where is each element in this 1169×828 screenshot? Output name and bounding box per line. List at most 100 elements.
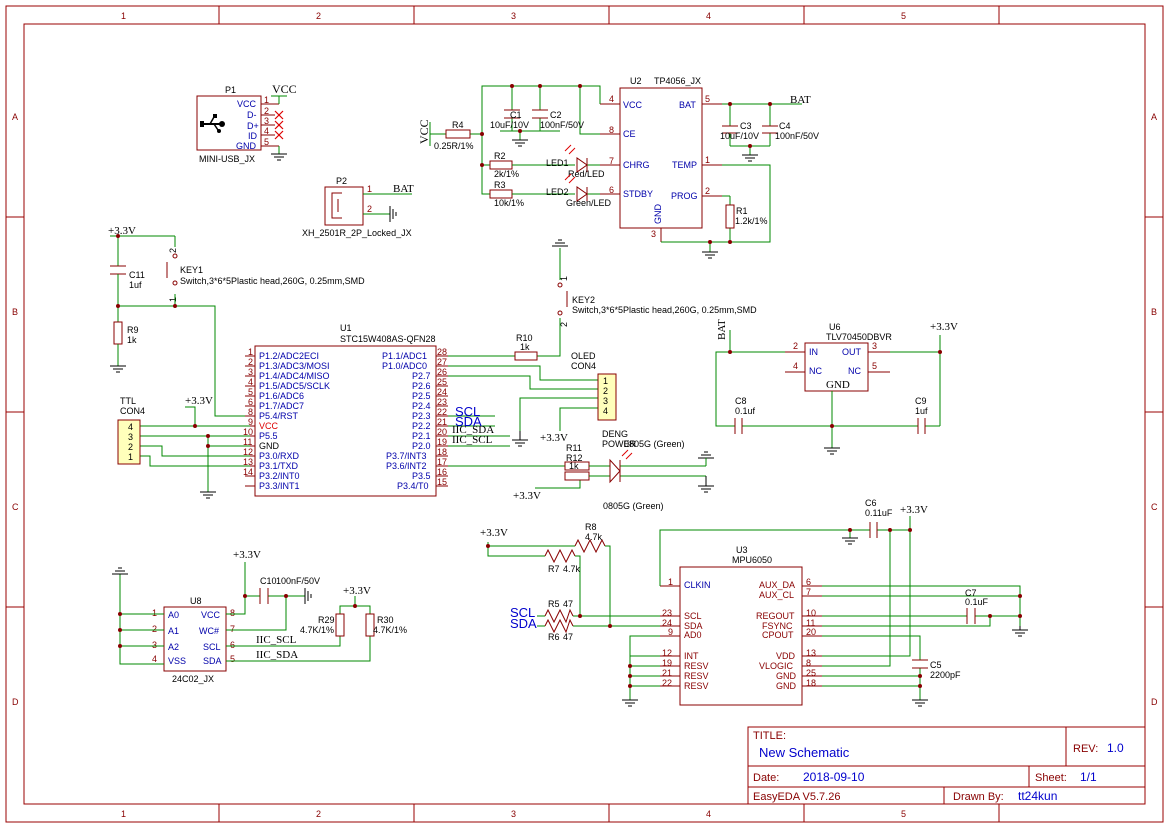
- u3-pin: VDD: [776, 651, 796, 661]
- resistor-r2[interactable]: R2 2k/1%: [489, 151, 540, 179]
- u1-pin: P3.6/INT2: [386, 461, 427, 471]
- u1-pin: P2.1: [412, 431, 431, 441]
- led-led1[interactable]: LED1 Red/LED: [546, 144, 605, 179]
- pin-num: 24: [662, 618, 672, 628]
- key2-switch[interactable]: 1 2 KEY2 Switch,3*6*5Plastic head,260G, …: [552, 239, 757, 327]
- u6-pin: OUT: [842, 347, 862, 357]
- ttl-connector[interactable]: TTL CON4 4 3 2 1: [117, 396, 145, 465]
- u8-pin: A0: [168, 610, 179, 620]
- u6-pin: NC: [848, 366, 861, 376]
- pin-num: 3: [872, 341, 877, 351]
- capacitor-c2[interactable]: C2 100nF/50V: [532, 109, 584, 130]
- ground-symbol: [622, 699, 638, 707]
- u6-pin: GND: [826, 379, 850, 391]
- c6-value: 0.11uF: [865, 508, 893, 518]
- capacitor-c1[interactable]: C1 10uF/10V: [490, 109, 529, 130]
- pin-num: 2: [559, 322, 569, 327]
- capacitor-c4[interactable]: C4 100nF/50V: [762, 121, 819, 141]
- resistor-r3[interactable]: R3 10k/1%: [489, 180, 540, 208]
- resistor-r4[interactable]: R4 0.25R/1% VCC: [417, 119, 474, 151]
- u6-ref: U6: [829, 322, 841, 332]
- p2-battery-connector[interactable]: P2 1 2 BAT XH_2501R_2P_Locked_JX: [302, 176, 414, 238]
- resistor-r6[interactable]: R6 47: [544, 618, 574, 642]
- resistor-r29[interactable]: R29 4.7K/1%: [300, 613, 345, 637]
- pin-num: 4: [609, 94, 614, 104]
- capacitor-c8[interactable]: C8 0.1uf: [734, 396, 756, 434]
- u8-eeprom[interactable]: U8 A0 A1 A2 VSS VCC WC# SCL SDA 1 2 3 4 …: [152, 596, 235, 684]
- capacitor-c3[interactable]: C3 10uF/10V: [720, 121, 759, 141]
- sda-net-label: SDA: [510, 616, 537, 631]
- resistor-r8[interactable]: R8 4.7k: [574, 522, 606, 554]
- pin-num: 18: [437, 447, 447, 457]
- u8-pin: SDA: [203, 656, 222, 666]
- u1-pin: P3.3/INT1: [259, 481, 300, 491]
- power-led-deng[interactable]: DENG POWER 0805G (Green) R11 R12 1k 0805…: [564, 429, 685, 511]
- resistor-r1[interactable]: R1 1.2k/1%: [725, 204, 768, 229]
- led1-value: Red/LED: [568, 169, 605, 179]
- c3-ref: C3: [740, 121, 752, 131]
- oled-connector[interactable]: OLED CON4 1 2 3 4: [571, 351, 617, 421]
- r5-ref: R5: [548, 599, 560, 609]
- pin-num: 8: [806, 658, 811, 668]
- u3-pin: VLOGIC: [759, 661, 794, 671]
- resistor-r9[interactable]: R9 1k: [110, 321, 139, 373]
- u8-ref: U8: [190, 596, 202, 606]
- pin-num: 1: [668, 577, 673, 587]
- pin-num: 4: [152, 654, 157, 664]
- pin-num: 3: [152, 640, 157, 650]
- led-led2[interactable]: LED2 Green/LED: [546, 173, 612, 208]
- u2-tp4056-charger[interactable]: U2 TP4056_JX VCC CE CHRG STDBY BAT TEMP …: [600, 76, 722, 242]
- pin-num: 2: [264, 106, 269, 116]
- resistor-r7[interactable]: R7 4.7k: [544, 548, 581, 574]
- resistor-r30[interactable]: R30 4.7K/1%: [365, 613, 407, 637]
- key1-switch[interactable]: +3.3V 2 1 KEY1 Switch,3*6*5Plastic head,…: [108, 225, 365, 417]
- pin-num: 23: [662, 608, 672, 618]
- u1-ref: U1: [340, 323, 352, 333]
- row-label: C: [12, 502, 19, 512]
- u1-stc15-mcu[interactable]: U1 STC15W408AS-QFN28 P1.2/ADC2ECI P1.3/A…: [243, 323, 448, 497]
- capacitor-c9[interactable]: C9 1uf: [915, 396, 928, 434]
- u3-pin: REGOUT: [756, 611, 795, 621]
- u8-pin: VCC: [201, 610, 221, 620]
- v33-net-label: +3.3V: [900, 504, 928, 516]
- capacitor-c7[interactable]: C7 0.1uF: [965, 588, 989, 624]
- pin-num: 2: [168, 248, 178, 253]
- led2-value: Green/LED: [566, 198, 612, 208]
- pin-num: 1: [128, 452, 133, 462]
- u6-ldo[interactable]: U6 TLV70450DBVR IN NC OUT NC GND 2 4 3 5: [785, 322, 892, 392]
- deng-name: POWER: [602, 439, 637, 449]
- pin-num: 24: [437, 387, 447, 397]
- u3-pin: FSYNC: [762, 621, 793, 631]
- pin-num: 6: [230, 640, 235, 650]
- u2-pin: CHRG: [623, 160, 650, 170]
- ground-symbol: [842, 537, 858, 545]
- capacitor-c10[interactable]: C10 100nF/50V: [259, 576, 320, 604]
- u3-mpu6050[interactable]: U3 MPU6050 CLKIN SCL SDA AD0 INT RESV RE…: [660, 545, 822, 706]
- c7-ref: C7: [965, 588, 977, 598]
- oled-name: CON4: [571, 361, 596, 371]
- pin-num: 7: [609, 156, 614, 166]
- u1-pin: P3.1/TXD: [259, 461, 299, 471]
- u1-pin: P2.6: [412, 381, 431, 391]
- pin-num: 3: [651, 229, 656, 239]
- col-label: 2: [316, 809, 321, 819]
- resistor-r5[interactable]: R5 47: [544, 599, 574, 624]
- p1-mini-usb[interactable]: P1 VCC D- D+ ID GND 1 2 3 4 5: [196, 82, 297, 164]
- pin-num: 2: [793, 341, 798, 351]
- u8-wiring: +3.3V C10 100nF/50V IIC_SCL IIC_SDA +3.3…: [112, 549, 407, 665]
- r6-value: 47: [563, 632, 573, 642]
- capacitor-c6[interactable]: C6 0.11uF: [865, 498, 893, 538]
- u8-pin: WC#: [199, 626, 219, 636]
- p1-pin-name: VCC: [237, 99, 257, 109]
- capacitor-c5[interactable]: C5 2200pF: [912, 659, 961, 680]
- u1-pin: P3.2/INT0: [259, 471, 300, 481]
- key2-ref: KEY2: [572, 295, 595, 305]
- capacitor-c11[interactable]: C11 1uf: [110, 265, 145, 322]
- vcc-net-label: VCC: [417, 119, 431, 144]
- ground-symbol: [698, 451, 714, 459]
- pin-num: 5: [264, 137, 269, 147]
- c3-value: 10uF/10V: [720, 131, 759, 141]
- pin-num: 25: [806, 668, 816, 678]
- resistor-r10[interactable]: R10 1k: [514, 333, 538, 361]
